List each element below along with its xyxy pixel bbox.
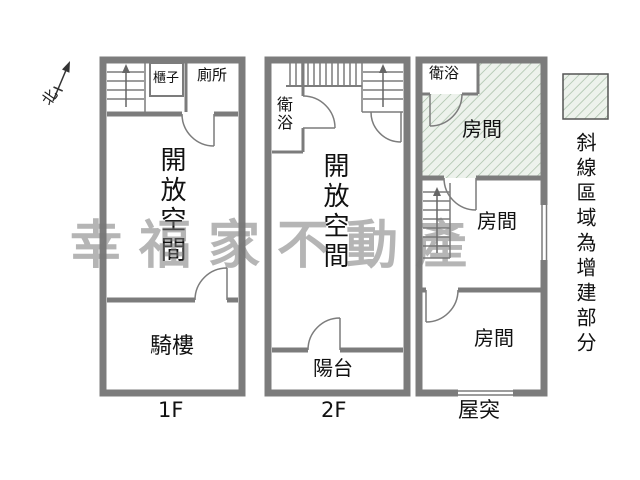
room-label-room-bottom: 房間 bbox=[474, 326, 514, 350]
room-label-bathroom-2f: 衛浴 bbox=[274, 96, 293, 132]
floor-label-roof: 屋突 bbox=[458, 398, 500, 422]
room-label-room-middle: 房間 bbox=[477, 209, 517, 233]
room-label-balcony: 陽台 bbox=[313, 356, 353, 380]
floorplan-roof bbox=[415, 56, 548, 397]
legend-hatch-swatch bbox=[562, 73, 609, 120]
stairs-symbol-roof bbox=[423, 183, 451, 259]
window-symbols-roof bbox=[458, 205, 548, 397]
floor-label-2f: 2F bbox=[321, 398, 347, 422]
room-label-arcade: 騎樓 bbox=[150, 334, 195, 359]
stairs-symbol-2f bbox=[286, 63, 403, 113]
room-label-open-space-2f: 開放空間 bbox=[319, 152, 349, 272]
legend-note: 斜線區域為增建部分 bbox=[573, 132, 597, 357]
floor-label-1f: 1F bbox=[158, 398, 184, 422]
watermark: 幸福家不動產 bbox=[70, 216, 485, 276]
north-arrow-icon: 北 bbox=[38, 61, 70, 109]
room-label-toilet: 廁所 bbox=[197, 66, 228, 84]
room-label-cabinet: 櫃子 bbox=[153, 71, 180, 86]
room-label-open-space-1f: 開放空間 bbox=[156, 146, 186, 266]
room-label-bathroom-roof: 衛浴 bbox=[429, 64, 460, 82]
floorplan-1f-doors bbox=[181, 113, 228, 301]
floorplan-2f-walls bbox=[264, 56, 411, 397]
floorplan-roof-doors bbox=[425, 93, 477, 323]
floorplan-1f-walls bbox=[99, 56, 246, 397]
floorplan-2f-doors bbox=[302, 95, 402, 351]
room-label-room-extension: 房間 bbox=[462, 117, 502, 141]
stairs-symbol-1f bbox=[107, 63, 146, 112]
